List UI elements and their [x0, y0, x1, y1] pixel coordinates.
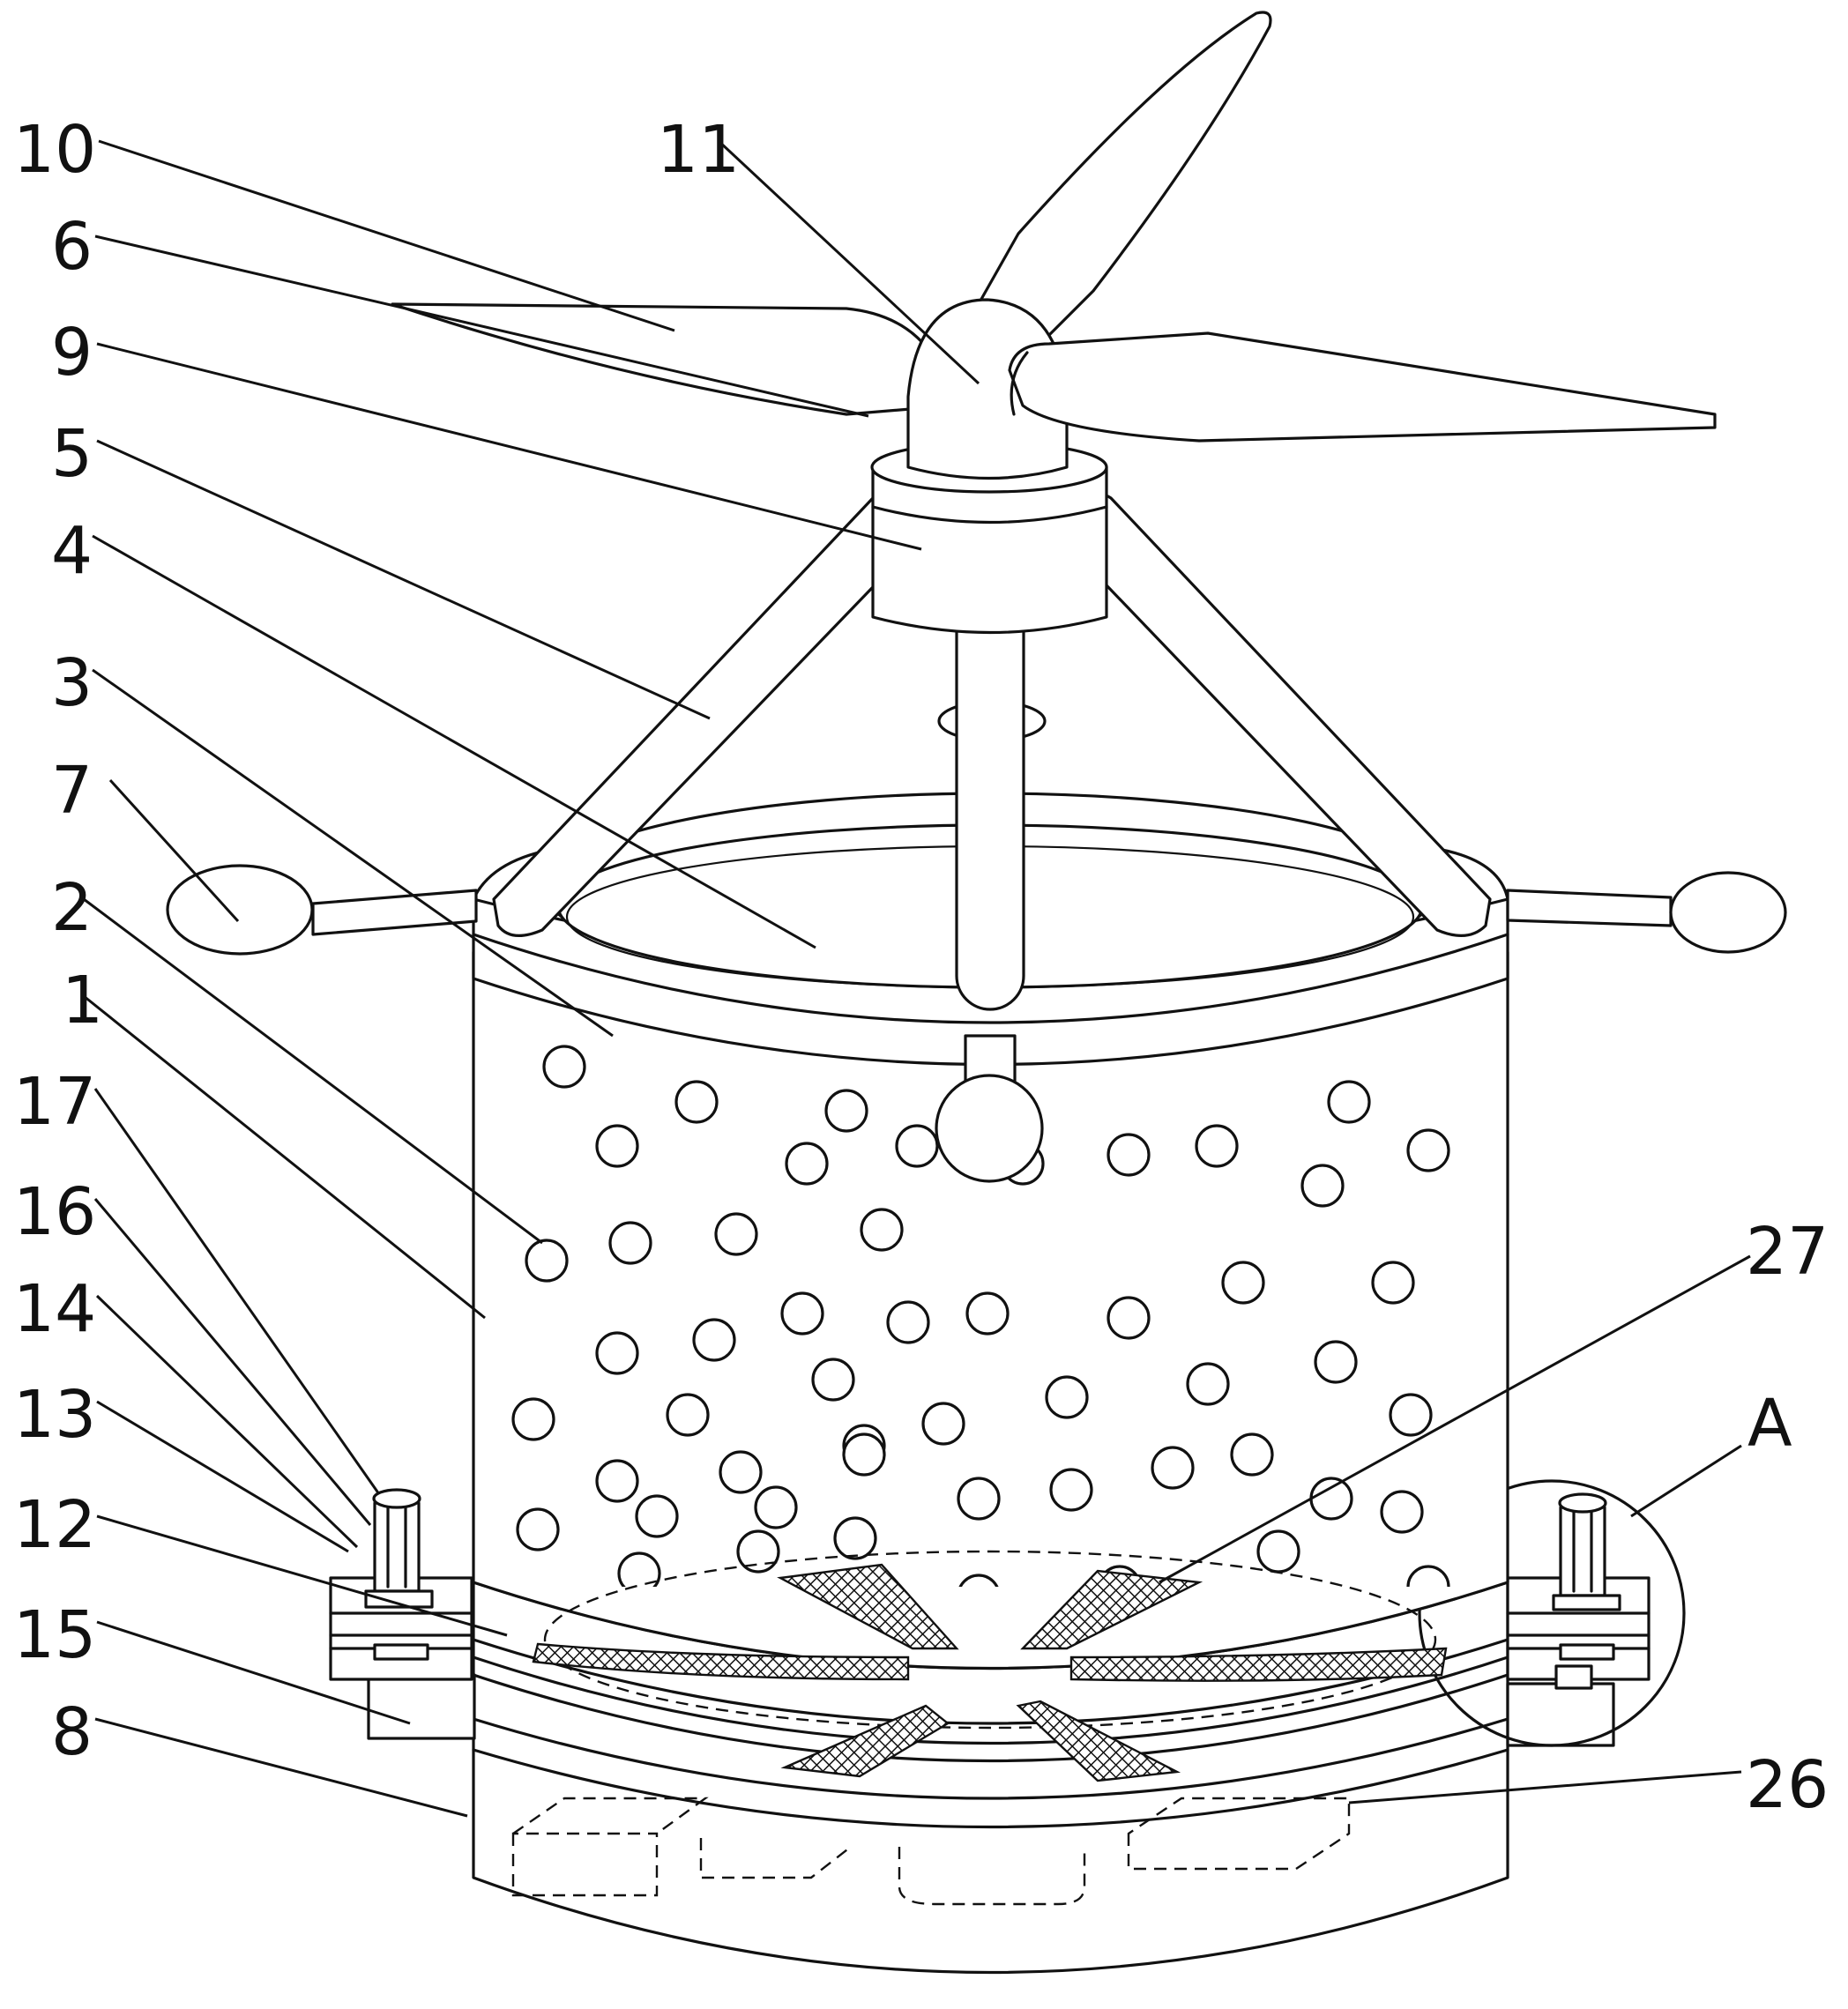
perforation-hole	[617, 1551, 661, 1587]
label-10: 10	[13, 112, 96, 188]
perforation-hole	[595, 1124, 639, 1168]
label-2: 2	[51, 870, 93, 946]
perforation-hole	[525, 1239, 569, 1283]
label-6: 6	[51, 209, 93, 285]
detail-circle-A	[1418, 1479, 1686, 1747]
part-labels: 10 11 6 9 5 4 3 7 2 1 17 16 14 13 12 15 …	[13, 112, 1829, 1823]
label-17: 17	[13, 1064, 96, 1140]
perforation-hole	[842, 1432, 886, 1477]
label-8: 8	[51, 1694, 93, 1770]
perforation-hole	[1049, 1468, 1093, 1512]
perforation-hole	[1389, 1393, 1433, 1437]
filter-mesh	[532, 1550, 1448, 1782]
perforation-hole	[692, 1318, 736, 1362]
perforation-hole	[811, 1358, 855, 1402]
label-13: 13	[13, 1377, 96, 1453]
perforation-hole	[595, 1459, 639, 1503]
right-clamp	[1506, 1492, 1651, 1747]
perforation-hole	[1107, 1296, 1151, 1340]
perforation-hole	[736, 1529, 780, 1574]
perforation-hole	[1230, 1432, 1274, 1477]
perforation-hole	[1314, 1340, 1358, 1384]
label-9: 9	[51, 315, 93, 391]
perforation-hole	[1045, 1375, 1089, 1419]
perforation-hole	[957, 1477, 1001, 1521]
perforation-hole	[1371, 1261, 1415, 1305]
perforation-hole	[1107, 1133, 1151, 1177]
perforation-hole	[666, 1393, 710, 1437]
perforation-hole	[1256, 1529, 1300, 1574]
perforation-hole	[824, 1089, 868, 1133]
perforation-hole	[608, 1221, 652, 1265]
label-27: 27	[1746, 1214, 1829, 1290]
perforation-hole	[921, 1402, 965, 1446]
perforation-hole	[511, 1397, 555, 1441]
perforation-hole	[1327, 1080, 1371, 1124]
perforation-hole	[674, 1080, 719, 1124]
perforation-hole	[1309, 1477, 1353, 1521]
perforation-hole	[1300, 1164, 1345, 1208]
central-rod	[935, 514, 1044, 1183]
label-A: A	[1747, 1386, 1792, 1462]
label-7: 7	[51, 753, 93, 829]
label-3: 3	[51, 645, 93, 721]
perforation-hole	[1406, 1128, 1450, 1172]
label-11: 11	[657, 112, 740, 188]
wind-turbine	[391, 11, 1717, 480]
perforation-hole	[542, 1045, 586, 1089]
perforation-hole	[595, 1331, 639, 1375]
perforation-hole	[965, 1291, 1010, 1336]
label-26: 26	[1746, 1747, 1829, 1823]
perforation-hole	[1380, 1490, 1424, 1534]
side-rods	[166, 864, 1787, 956]
perforation-hole	[860, 1208, 904, 1252]
perforation-hole	[1151, 1446, 1195, 1490]
perforation-holes	[511, 1045, 1450, 1587]
perforation-hole	[780, 1291, 824, 1336]
label-14: 14	[13, 1271, 96, 1347]
perforation-hole	[1195, 1124, 1239, 1168]
label-5: 5	[51, 416, 93, 492]
perforation-hole	[958, 1574, 999, 1587]
perforation-hole	[1406, 1565, 1450, 1587]
perforation-hole	[886, 1300, 930, 1344]
label-16: 16	[13, 1174, 96, 1250]
perforation-hole	[785, 1142, 829, 1186]
perforation-hole	[714, 1212, 758, 1256]
perforation-hole	[895, 1124, 939, 1168]
perforation-hole	[833, 1516, 877, 1560]
leader-lines	[83, 139, 1751, 1818]
label-15: 15	[13, 1597, 96, 1673]
perforation-hole	[719, 1450, 763, 1494]
label-1: 1	[62, 963, 103, 1038]
perforation-hole	[1186, 1362, 1230, 1406]
label-4: 4	[51, 513, 93, 589]
label-12: 12	[13, 1487, 96, 1563]
perforation-hole	[516, 1507, 560, 1551]
perforation-hole	[754, 1485, 798, 1529]
left-clamp	[329, 1488, 476, 1740]
perforation-hole	[635, 1494, 679, 1538]
perforation-hole	[1221, 1261, 1265, 1305]
